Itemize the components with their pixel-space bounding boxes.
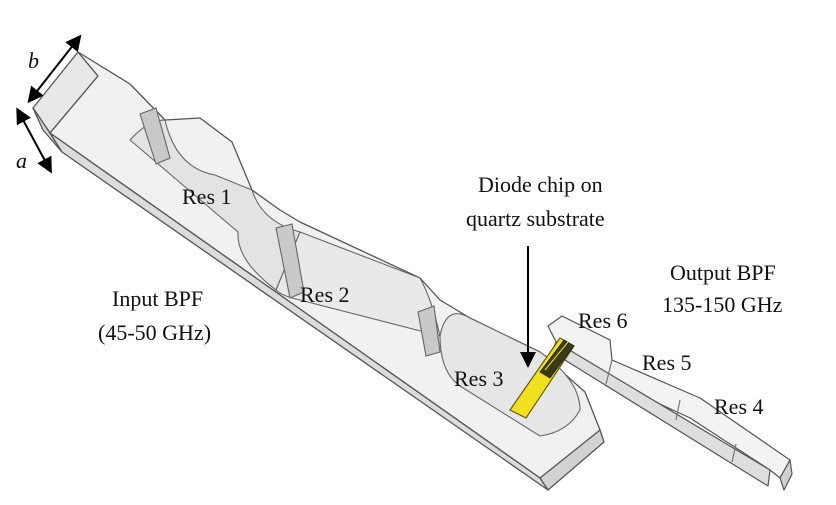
end-cap-side — [539, 429, 605, 491]
input-bpf-range: (45-50 GHz) — [98, 320, 211, 345]
input-bpf-label: Input BPF — [112, 286, 203, 311]
dimension-b-label: b — [28, 48, 39, 73]
diode-chip — [509, 337, 575, 419]
res1-label: Res 1 — [182, 184, 232, 209]
output-bpf-label: Output BPF — [670, 260, 776, 285]
res1-cavity — [129, 107, 301, 291]
dimension-a-arrow — [16, 107, 52, 174]
res2-label: Res 2 — [300, 282, 350, 307]
res5-label: Res 5 — [642, 350, 692, 375]
res3-label: Res 3 — [454, 366, 504, 391]
dimension-a-label: a — [16, 148, 27, 173]
input-waveguide-side — [49, 132, 549, 491]
res2-cavity — [275, 223, 441, 357]
res3-cavity — [439, 313, 581, 437]
dimension-b-arrow — [27, 34, 82, 104]
res4-label: Res 4 — [714, 394, 764, 419]
res6-label: Res 6 — [578, 308, 628, 333]
output-bpf-range: 135-150 GHz — [662, 292, 783, 317]
diode-note-line1: Diode chip on — [478, 172, 603, 197]
diode-note-line2: quartz substrate — [466, 206, 605, 231]
